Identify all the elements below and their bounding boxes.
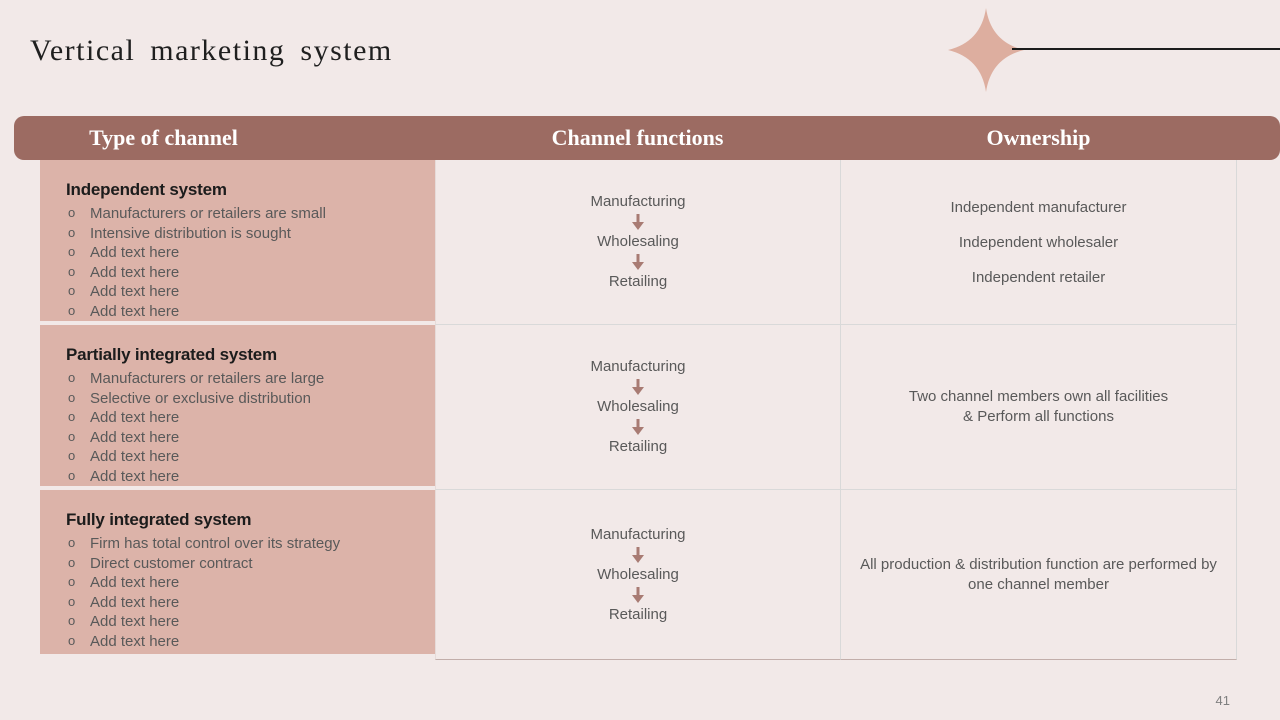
bullet-item: Add text here xyxy=(66,466,421,487)
bullet-item: Manufacturers or retailers are small xyxy=(66,203,421,224)
decorative-line xyxy=(1012,48,1280,50)
down-arrow-icon xyxy=(632,586,644,603)
bullet-item: Add text here xyxy=(66,242,421,263)
ownership-cell-row2: Two channel members own all facilities &… xyxy=(840,325,1237,490)
bullet-item: Selective or exclusive distribution xyxy=(66,388,421,409)
ownership-line: Two channel members own all facilities xyxy=(908,388,1169,405)
bullet-item: Add text here xyxy=(66,301,421,322)
type-cell-partially-integrated-system: Partially integrated system Manufacturer… xyxy=(40,325,435,490)
bullet-list: Manufacturers or retailers are large Sel… xyxy=(66,368,421,487)
ownership-line: Independent wholesaler xyxy=(958,233,1119,251)
row-heading: Independent system xyxy=(66,180,227,199)
bullet-item: Direct customer contract xyxy=(66,553,421,574)
bullet-list: Firm has total control over its strategy… xyxy=(66,533,421,652)
table-header-row: Type of channel Channel functions Owners… xyxy=(14,116,1280,160)
bullet-item: Add text here xyxy=(66,427,421,448)
row-heading: Partially integrated system xyxy=(66,345,277,364)
down-arrow-icon xyxy=(632,379,644,395)
function-step: Retailing xyxy=(608,438,668,455)
header-channel-functions: Channel functions xyxy=(551,125,724,150)
ownership-line: & Perform all functions xyxy=(963,408,1114,425)
bullet-item: Add text here xyxy=(66,592,421,613)
ownership-line: Independent retailer xyxy=(971,268,1106,286)
down-arrow-icon xyxy=(632,419,644,435)
ownership-cell-row1: Independent manufacturer Independent who… xyxy=(840,160,1237,325)
bullet-list: Manufacturers or retailers are small Int… xyxy=(66,203,421,322)
bullet-item: Intensive distribution is sought xyxy=(66,223,421,244)
page-title: Vertical marketing system xyxy=(30,34,393,67)
sparkle-star-icon xyxy=(948,8,1024,92)
vertical-marketing-table: Independent system Manufacturers or reta… xyxy=(40,160,1237,660)
bullet-item: Add text here xyxy=(66,446,421,467)
header-type-of-channel: Type of channel xyxy=(89,125,238,150)
functions-cell-row1: Manufacturing Wholesaling Retailing xyxy=(435,160,840,325)
bullet-item: Add text here xyxy=(66,407,421,428)
bullet-item: Add text here xyxy=(66,572,421,593)
function-step: Retailing xyxy=(608,273,668,290)
function-step: Manufacturing xyxy=(590,193,686,210)
type-cell-fully-integrated-system: Fully integrated system Firm has total c… xyxy=(40,490,435,660)
bullet-item: Add text here xyxy=(66,631,421,652)
function-step: Manufacturing xyxy=(590,525,686,543)
function-step: Wholesaling xyxy=(597,565,679,583)
functions-cell-row3: Manufacturing Wholesaling Retailing xyxy=(435,490,840,660)
page-number: 41 xyxy=(1215,693,1230,708)
down-arrow-icon xyxy=(632,546,644,563)
down-arrow-icon xyxy=(632,214,644,230)
type-cell-independent-system: Independent system Manufacturers or reta… xyxy=(40,160,435,325)
functions-cell-row2: Manufacturing Wholesaling Retailing xyxy=(435,325,840,490)
header-decoration xyxy=(0,0,1280,100)
bullet-item: Firm has total control over its strategy xyxy=(66,533,421,554)
ownership-line: one channel member xyxy=(968,575,1109,593)
ownership-line: Independent manufacturer xyxy=(950,198,1127,216)
ownership-line: All production & distribution function a… xyxy=(860,555,1217,573)
function-step: Manufacturing xyxy=(590,358,686,375)
function-step: Retailing xyxy=(608,605,668,623)
bullet-item: Add text here xyxy=(66,262,421,283)
function-step: Wholesaling xyxy=(597,398,679,415)
down-arrow-icon xyxy=(632,254,644,270)
ownership-cell-row3: All production & distribution function a… xyxy=(840,490,1237,660)
row-heading: Fully integrated system xyxy=(66,510,252,529)
bullet-item: Add text here xyxy=(66,281,421,302)
bullet-item: Manufacturers or retailers are large xyxy=(66,368,421,389)
function-step: Wholesaling xyxy=(597,233,679,250)
header-ownership: Ownership xyxy=(986,125,1091,150)
bullet-item: Add text here xyxy=(66,611,421,632)
